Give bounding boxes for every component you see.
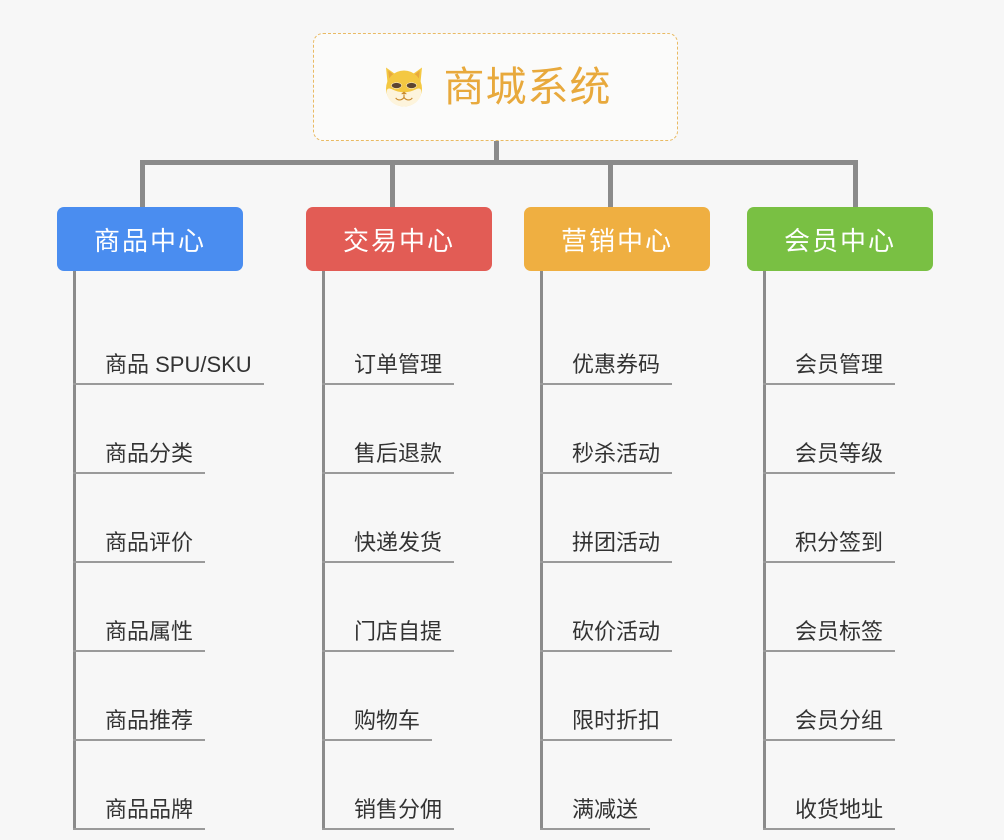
leaf-label: 销售分佣 [354, 797, 443, 822]
leaf-label: 订单管理 [354, 352, 443, 377]
leaf-node[interactable]: 秒杀活动 [540, 385, 673, 474]
branch-trunk-line [322, 271, 325, 830]
category-box[interactable]: 会员中心 [747, 207, 933, 271]
leaf-label: 收货地址 [795, 797, 884, 822]
branch-drop-connector-3 [608, 160, 613, 208]
leaf-label: 满减送 [572, 797, 639, 822]
horizontal-bus-connector [140, 160, 858, 165]
leaf-node[interactable]: 商品品牌 [73, 741, 206, 830]
leaf-node[interactable]: 优惠券码 [540, 296, 673, 385]
leaf-label: 商品分类 [105, 441, 194, 466]
category-box[interactable]: 交易中心 [306, 207, 492, 271]
category-box[interactable]: 营销中心 [524, 207, 710, 271]
leaf-label: 会员标签 [795, 619, 884, 644]
leaf-node[interactable]: 收货地址 [763, 741, 896, 830]
leaf-label: 商品评价 [105, 530, 194, 555]
leaf-label: 商品推荐 [105, 708, 194, 733]
root-stem-connector [494, 141, 499, 164]
leaf-node[interactable]: 会员管理 [763, 296, 896, 385]
leaf-node[interactable]: 砍价活动 [540, 563, 673, 652]
branch-trunk-line [73, 271, 76, 830]
leaf-node[interactable]: 商品属性 [73, 563, 206, 652]
category-box[interactable]: 商品中心 [57, 207, 243, 271]
leaf-node[interactable]: 会员标签 [763, 563, 896, 652]
leaf-node[interactable]: 快递发货 [322, 474, 455, 563]
leaf-node[interactable]: 满减送 [540, 741, 651, 830]
leaf-node[interactable]: 会员分组 [763, 652, 896, 741]
leaf-label: 售后退款 [354, 441, 443, 466]
leaf-node[interactable]: 销售分佣 [322, 741, 455, 830]
leaf-node[interactable]: 门店自提 [322, 563, 455, 652]
leaf-node[interactable]: 购物车 [322, 652, 433, 741]
root-title: 商城系统 [443, 63, 612, 110]
leaf-node[interactable]: 售后退款 [322, 385, 455, 474]
leaf-node[interactable]: 商品 SPU/SKU [73, 296, 264, 385]
leaf-node[interactable]: 商品分类 [73, 385, 206, 474]
leaf-label: 会员分组 [795, 708, 884, 733]
leaf-label: 商品品牌 [105, 797, 194, 822]
root-node[interactable]: 商城系统 [313, 33, 678, 141]
leaf-label: 购物车 [354, 708, 421, 733]
leaf-node[interactable]: 限时折扣 [540, 652, 673, 741]
leaf-node[interactable]: 拼团活动 [540, 474, 673, 563]
branch-trunk-line [540, 271, 543, 830]
leaf-node[interactable]: 订单管理 [322, 296, 455, 385]
leaf-node[interactable]: 积分签到 [763, 474, 896, 563]
leaf-label: 限时折扣 [572, 708, 661, 733]
leaf-label: 会员管理 [795, 352, 884, 377]
leaf-label: 商品 SPU/SKU [105, 352, 252, 377]
leaf-label: 秒杀活动 [572, 441, 661, 466]
leaf-label: 拼团活动 [572, 530, 661, 555]
shiba-dog-icon [385, 67, 422, 107]
leaf-label: 积分签到 [795, 530, 884, 555]
branch-trunk-line [763, 271, 766, 830]
branch-drop-connector-2 [390, 160, 395, 208]
branch-drop-connector-4 [853, 160, 858, 208]
leaf-label: 快递发货 [354, 530, 443, 555]
leaf-label: 商品属性 [105, 619, 194, 644]
leaf-label: 门店自提 [354, 619, 443, 644]
leaf-label: 优惠券码 [572, 352, 661, 377]
leaf-node[interactable]: 商品评价 [73, 474, 206, 563]
leaf-label: 会员等级 [795, 441, 884, 466]
branch-drop-connector-1 [140, 160, 145, 208]
leaf-node[interactable]: 商品推荐 [73, 652, 206, 741]
leaf-label: 砍价活动 [572, 619, 661, 644]
leaf-node[interactable]: 会员等级 [763, 385, 896, 474]
